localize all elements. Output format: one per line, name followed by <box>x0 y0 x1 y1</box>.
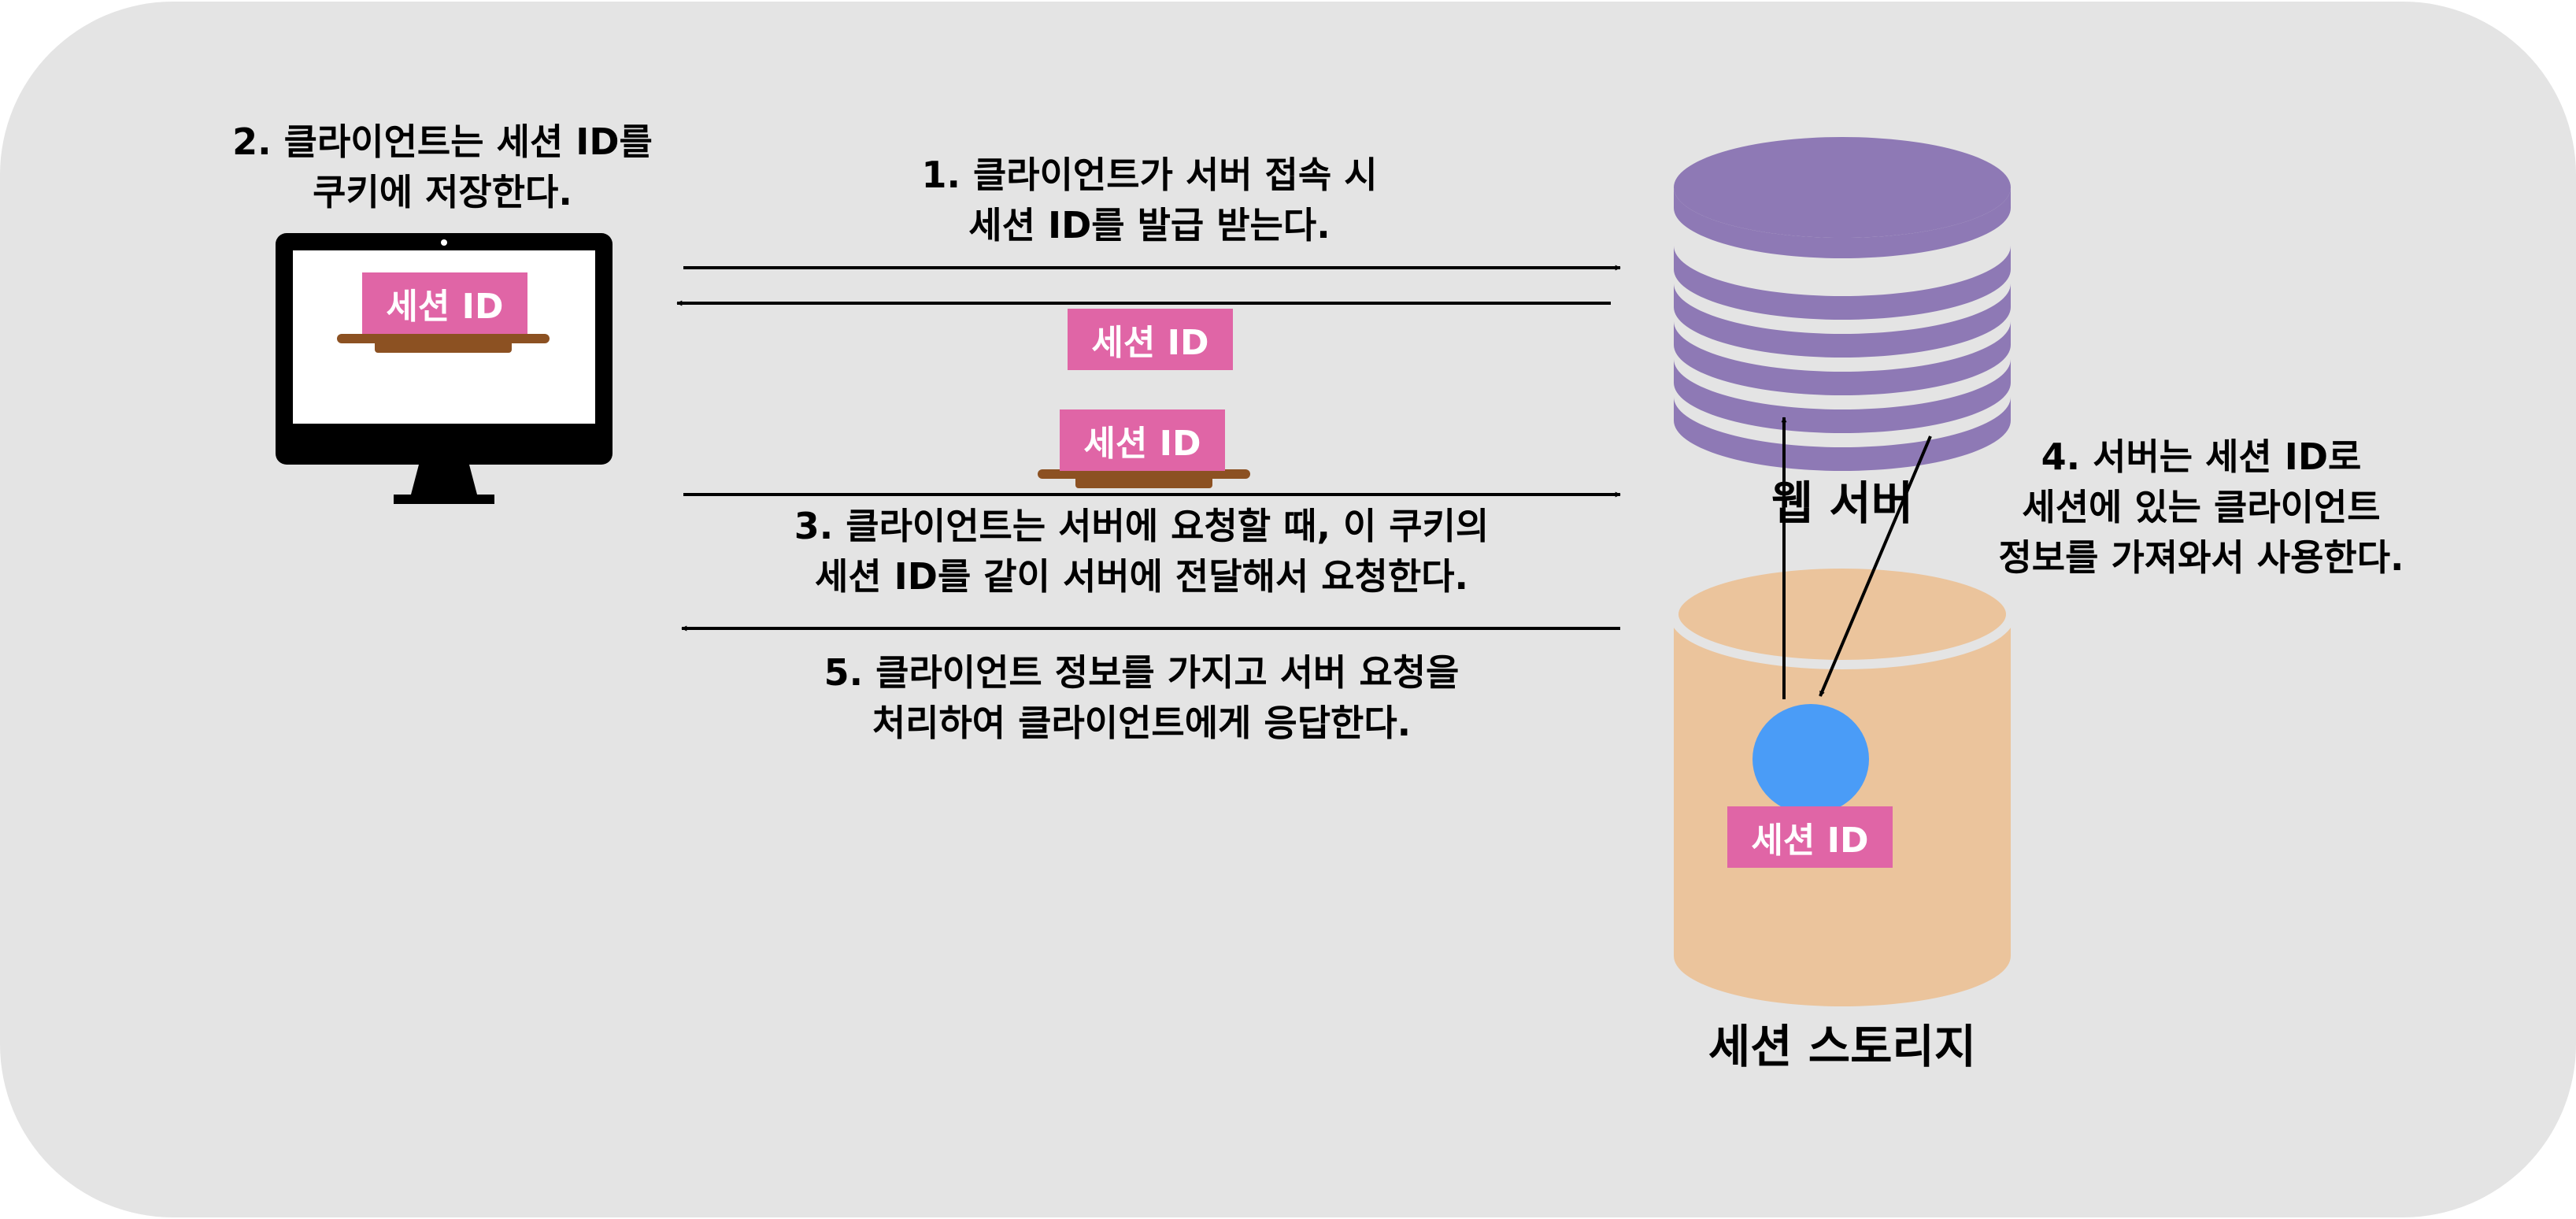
web-server-label: 웹 서버 <box>1771 476 1914 530</box>
session-id-badge-storage: 세션 ID <box>1727 806 1893 868</box>
step2-line1: 2. 클라이언트는 세션 ID를 <box>232 120 653 163</box>
step1-line1: 1. 클라이언트가 서버 접속 시 <box>921 154 1378 196</box>
step3-caption: 3. 클라이언트는 서버에 요청할 때, 이 쿠키의 세션 ID를 같이 서버에… <box>724 501 1559 602</box>
lookup-arrow-down <box>1819 435 1932 697</box>
step5-caption: 5. 클라이언트 정보를 가지고 서버 요청을 처리하여 클라이언트에게 응답한… <box>756 647 1527 748</box>
cookie-plate-icon <box>1038 469 1250 488</box>
session-storage-cylinder-icon <box>1669 559 2015 1006</box>
step5-line1: 5. 클라이언트 정보를 가지고 서버 요청을 <box>824 651 1460 694</box>
step4-line3: 정보를 가져와서 사용한다. <box>1998 536 2404 579</box>
step4-line2: 세션에 있는 클라이언트 <box>2022 486 2381 528</box>
step3-line2: 세션 ID를 같이 서버에 전달해서 요청한다. <box>815 555 1468 598</box>
web-server-database-icon <box>1674 137 2011 471</box>
session-id-badge-client: 세션 ID <box>362 272 527 334</box>
step1-caption: 1. 클라이언트가 서버 접속 시 세션 ID를 발급 받는다. <box>835 150 1464 250</box>
step2-caption: 2. 클라이언트는 세션 ID를 쿠키에 저장한다. <box>206 117 679 217</box>
step4-line1: 4. 서버는 세션 ID로 <box>2041 435 2362 478</box>
step1-line2: 세션 ID를 발급 받는다. <box>968 204 1331 246</box>
step4-caption: 4. 서버는 세션 ID로 세션에 있는 클라이언트 정보를 가져와서 사용한다… <box>1941 432 2461 583</box>
step5-line2: 처리하여 클라이언트에게 응답한다. <box>872 702 1412 744</box>
session-id-badge-response: 세션 ID <box>1068 309 1233 370</box>
cookie-plate-icon <box>337 334 550 353</box>
session-data-dot-icon <box>1752 704 1869 814</box>
step3-line1: 3. 클라이언트는 서버에 요청할 때, 이 쿠키의 <box>794 505 1490 547</box>
step2-line2: 쿠키에 저장한다. <box>313 171 572 213</box>
session-id-badge-request: 세션 ID <box>1060 409 1225 471</box>
session-storage-label: 세션 스토리지 <box>1708 1020 1977 1073</box>
